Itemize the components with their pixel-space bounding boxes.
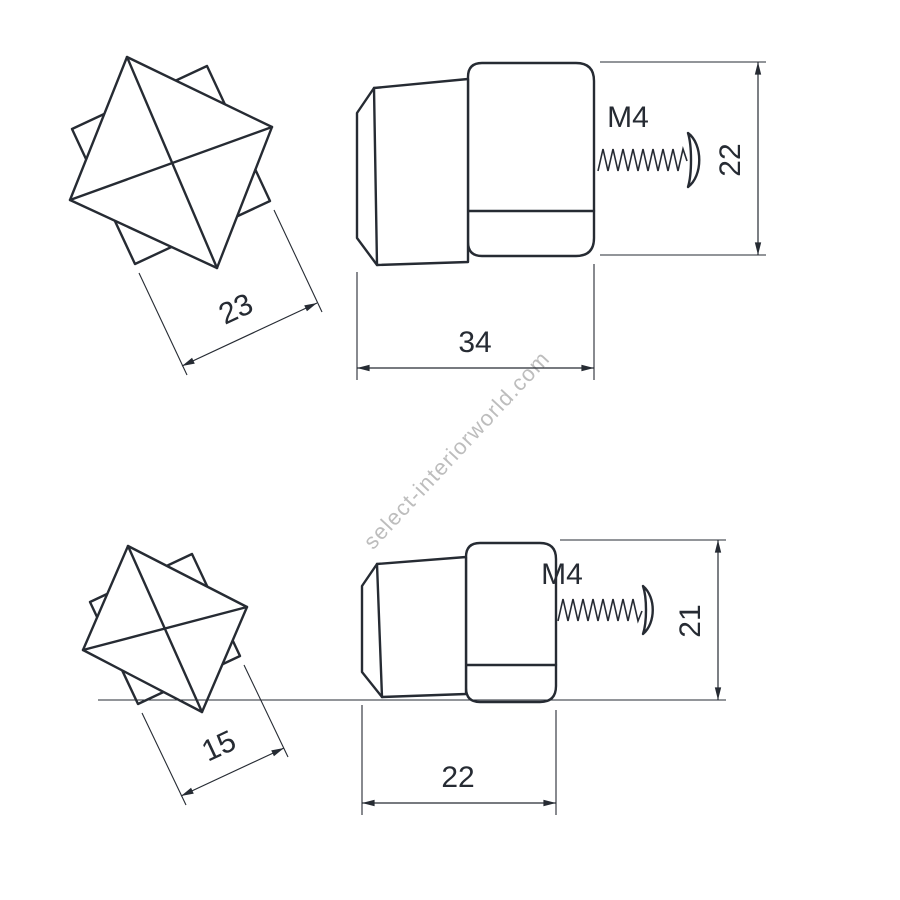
base-width-dimension-label: 23 bbox=[214, 287, 258, 331]
large-knob-side-view: M4 bbox=[355, 61, 701, 267]
pyramid-front-edge bbox=[375, 562, 384, 699]
screw-thread bbox=[597, 146, 688, 172]
thread-size-label: M4 bbox=[607, 101, 649, 134]
screw-head bbox=[686, 131, 701, 189]
base-width-dimension-label: 15 bbox=[197, 724, 241, 768]
small-knob-overall-width-dimension: 22 bbox=[361, 705, 557, 815]
height-dimension-label: 22 bbox=[714, 143, 747, 176]
base-side-outline bbox=[464, 541, 558, 704]
extension-line bbox=[138, 272, 188, 376]
large-knob-drawing: 23 M4 22 34 bbox=[68, 55, 766, 380]
base-side-outline bbox=[466, 61, 596, 258]
small-knob-side-view: M4 bbox=[360, 541, 654, 704]
thread-size-label: M4 bbox=[541, 558, 583, 591]
overall-width-dimension-label: 34 bbox=[458, 326, 491, 359]
extension-line bbox=[243, 664, 289, 758]
dimension-line bbox=[180, 747, 285, 797]
small-knob-front-view bbox=[81, 544, 249, 714]
screw-head bbox=[641, 584, 654, 636]
small-knob-height-dimension: 21 bbox=[98, 539, 726, 701]
extension-line bbox=[141, 712, 187, 806]
pyramid-apex-edge bbox=[68, 125, 274, 202]
large-knob-height-dimension: 22 bbox=[600, 61, 766, 256]
pyramid-apex-edge bbox=[81, 605, 249, 652]
height-dimension-label: 21 bbox=[674, 604, 707, 637]
large-knob-front-view bbox=[68, 55, 274, 270]
pyramid-front-edge bbox=[372, 86, 379, 267]
dimension-line bbox=[181, 302, 318, 367]
large-knob-overall-width-dimension: 34 bbox=[356, 264, 595, 380]
extension-line bbox=[273, 209, 323, 313]
screw-thread bbox=[557, 598, 643, 624]
watermark-text: select-interiorworld.com bbox=[358, 346, 554, 554]
overall-width-dimension-label: 22 bbox=[441, 761, 474, 794]
small-knob-drawing: 15 M4 21 22 bbox=[81, 539, 726, 815]
